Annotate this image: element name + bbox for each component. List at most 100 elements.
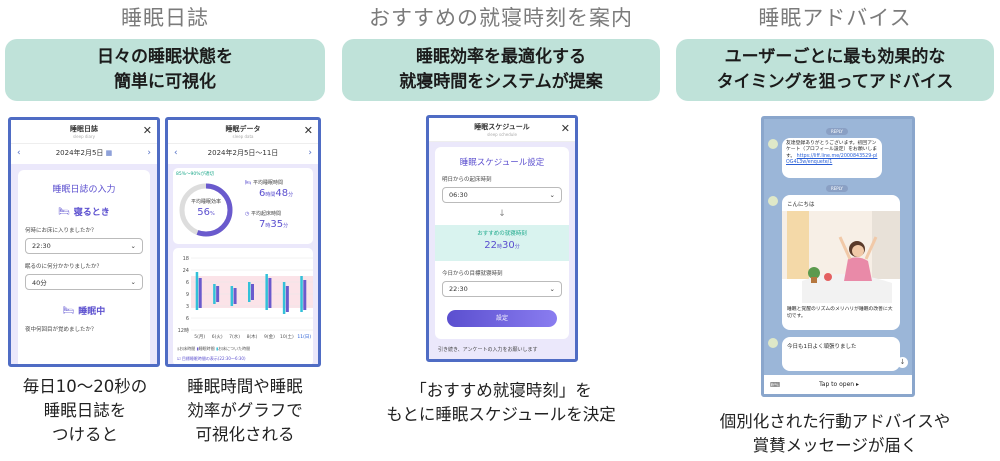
close-icon[interactable]: ✕ bbox=[560, 122, 570, 135]
chevron-down-icon: ⌄ bbox=[130, 242, 136, 250]
sleep-time-bar bbox=[198, 278, 202, 308]
chevron-down-icon: ⌄ bbox=[549, 191, 555, 199]
bed-time-bar bbox=[282, 282, 286, 314]
chevron-right-icon[interactable]: › bbox=[308, 148, 312, 158]
caption-data: 睡眠時間や睡眠 効率がグラフで 可視化される bbox=[187, 377, 303, 444]
reply-badge: REPLY bbox=[826, 128, 848, 135]
wake-time-select[interactable]: 06:30⌄ bbox=[442, 187, 562, 203]
schedule-area: 睡眠スケジュール設定 明日からの起床時刻 06:30⌄ ↓ おすすめの就寝時刻 … bbox=[429, 142, 575, 359]
bed-time-bar bbox=[213, 284, 216, 304]
column-title: 睡眠日誌 bbox=[121, 6, 209, 30]
diary-form-area: 睡眠日誌の入力 🛏寝るとき 何時にお床に入りましたか？ 22:30⌄ 眠るのに何… bbox=[11, 164, 157, 364]
sleeping-heading: 🛏睡眠中 bbox=[62, 305, 106, 318]
tap-to-open-button[interactable]: Tap to open ▸ bbox=[819, 381, 859, 388]
survey-link[interactable]: https://liff.line.me/2000843529-plOG4L3w… bbox=[786, 153, 878, 166]
chevron-left-icon[interactable]: ‹ bbox=[174, 148, 178, 158]
chart-footnote: ☑ 目標睡眠時間の表示(22:30〜6:30) bbox=[177, 356, 246, 361]
bot-avatar bbox=[768, 196, 778, 206]
stats-card: 85%〜90%が適切 平均睡眠効率 56% 🛏 平均睡眠時間 6時間48分 ◷ … bbox=[173, 168, 313, 244]
question-awakenings: 夜中何回目が覚めましたか？ bbox=[25, 327, 97, 333]
close-icon[interactable]: ✕ bbox=[142, 124, 152, 137]
date-label: 2024年2月5日 ▦ bbox=[55, 149, 113, 157]
x-tick-label: 6(火) bbox=[212, 334, 223, 340]
sleep-time-bar bbox=[285, 286, 289, 312]
bot-avatar bbox=[768, 338, 778, 348]
chat-message-praise: 今日も1日よく頑張りました bbox=[782, 337, 900, 371]
question-wake-time: 明日からの起床時刻 bbox=[442, 177, 492, 183]
close-icon[interactable]: ✕ bbox=[303, 124, 313, 137]
pill-line-1: 睡眠効率を最適化する bbox=[416, 47, 586, 67]
chat-bottom-bar: ⌨ Tap to open ▸ bbox=[764, 375, 912, 394]
y-tick-label: 6 bbox=[186, 280, 189, 286]
y-tick-label: 24 bbox=[183, 268, 189, 274]
sleep-time-bar bbox=[216, 286, 220, 302]
app-header: 睡眠データ sleep data ✕ bbox=[168, 120, 318, 144]
feature-pill: 日々の睡眠状態を 簡単に可視化 bbox=[5, 39, 325, 101]
chevron-left-icon[interactable]: ‹ bbox=[17, 148, 21, 158]
x-tick-label: 10(土) bbox=[280, 333, 294, 340]
schedule-card: 睡眠スケジュール設定 明日からの起床時刻 06:30⌄ ↓ おすすめの就寝時刻 … bbox=[435, 147, 569, 339]
feature-pill: ユーザーごとに最も効果的な タイミングを狙ってアドバイス bbox=[676, 39, 994, 101]
calendar-icon[interactable]: ▦ bbox=[105, 149, 113, 157]
bed-time-bar bbox=[195, 272, 199, 310]
phone-sleep-schedule: 睡眠スケジュール sleep schedule ✕ 睡眠スケジュール設定 明日か… bbox=[426, 115, 578, 362]
sleep-time-bar bbox=[303, 280, 307, 310]
app-header-sub: sleep data bbox=[232, 134, 254, 139]
caption-diary: 毎日10〜20秒の 睡眠日誌を つけると bbox=[22, 377, 148, 444]
phone-sleep-diary: 睡眠日誌 sleep diary ✕ ‹ 2024年2月5日 ▦ › 睡眠日誌の… bbox=[8, 117, 160, 367]
feature-pill: 睡眠効率を最適化する 就寝時間をシステムが提案 bbox=[342, 39, 660, 101]
avg-sleep-label: 🛏 平均睡眠時間 bbox=[245, 180, 283, 186]
date-navigator: ‹ 2024年2月5日〜11日 › bbox=[168, 144, 318, 162]
app-header-sub: sleep diary bbox=[72, 134, 96, 139]
reply-badge: REPLY bbox=[826, 185, 848, 192]
question-latency: 眠るのに何分かかりましたか？ bbox=[25, 264, 103, 270]
bed-icon: 🛏 bbox=[245, 180, 252, 186]
recommendation-value: 22時30分 bbox=[484, 240, 520, 251]
set-button[interactable]: 設定 bbox=[447, 310, 557, 327]
phone-sleep-data: 睡眠データ sleep data ✕ ‹ 2024年2月5日〜11日 › 85%… bbox=[165, 117, 321, 367]
chevron-right-icon[interactable]: › bbox=[147, 148, 151, 158]
date-navigator: ‹ 2024年2月5日 ▦ › bbox=[11, 144, 157, 162]
app-header: 睡眠日誌 sleep diary ✕ bbox=[11, 120, 157, 144]
arrow-down-icon: ↓ bbox=[498, 209, 506, 219]
bot-avatar bbox=[768, 139, 778, 149]
schedule-section-title: 睡眠スケジュール設定 bbox=[459, 158, 545, 168]
caption-schedule: 「おすすめ就寝時刻」を もとに睡眠スケジュールを決定 bbox=[386, 381, 616, 424]
chevron-down-icon: ⌄ bbox=[549, 285, 555, 293]
pill-line-2: 就寝時間をシステムが提案 bbox=[399, 72, 603, 92]
efficiency-arc bbox=[179, 183, 233, 237]
caption-advice: 個別化された行動アドバイスや 賞賛メッセージが届く bbox=[719, 412, 951, 455]
greeting-text: こんにちは bbox=[787, 202, 815, 208]
schedule-footer: 引き続き、アンケートの入力をお願いします bbox=[438, 347, 538, 353]
column-sleep-diary: 睡眠日誌 日々の睡眠状態を 簡単に可視化 睡眠日誌 sleep diary ✕ … bbox=[5, 0, 325, 461]
phone-line-chat: REPLY 友達登録ありがとうございます。初回アンケート（プロフィール設定）をお… bbox=[761, 116, 915, 397]
x-tick-label: 11(日) bbox=[297, 334, 311, 340]
morning-stretch-illustration bbox=[782, 211, 900, 303]
latency-select[interactable]: 40分⌄ bbox=[25, 274, 143, 290]
app-header-title: 睡眠データ bbox=[225, 125, 261, 133]
column-bedtime-recommendation: おすすめの就寝時刻を案内 睡眠効率を最適化する 就寝時間をシステムが提案 睡眠ス… bbox=[342, 0, 660, 461]
column-title: おすすめの就寝時刻を案内 bbox=[369, 6, 633, 30]
sleep-time-bar bbox=[268, 278, 272, 308]
bedtime-select[interactable]: 22:30⌄ bbox=[25, 238, 143, 254]
column-sleep-advice: 睡眠アドバイス ユーザーごとに最も効果的な タイミングを狙ってアドバイス REP… bbox=[676, 0, 994, 461]
bed-time-bar bbox=[265, 274, 268, 310]
bed-icon: 🛏 bbox=[62, 305, 75, 316]
y-tick-label: 6 bbox=[186, 316, 189, 322]
y-tick-label: 9 bbox=[186, 292, 189, 298]
x-tick-label: 8(木) bbox=[247, 333, 258, 340]
app-header-title: 睡眠スケジュール bbox=[474, 123, 530, 131]
avg-wake-value: 7時35分 bbox=[259, 219, 289, 230]
sleep-time-bar bbox=[233, 288, 237, 304]
bed-icon: 🛏 bbox=[58, 206, 70, 217]
chat-message-welcome: 友達登録ありがとうございます。初回アンケート（プロフィール設定）をお願いします。… bbox=[782, 138, 882, 178]
pill-line-1: 日々の睡眠状態を bbox=[97, 47, 233, 67]
check-icon: ☑ bbox=[177, 356, 181, 361]
recommendation-label: おすすめの就寝時刻 bbox=[477, 231, 527, 237]
column-title: 睡眠アドバイス bbox=[758, 6, 912, 30]
scroll-down-icon[interactable]: ↓ bbox=[897, 357, 908, 368]
efficiency-ring bbox=[179, 183, 233, 237]
keyboard-icon[interactable]: ⌨ bbox=[770, 380, 781, 389]
target-bedtime-select[interactable]: 22:30⌄ bbox=[442, 281, 562, 297]
